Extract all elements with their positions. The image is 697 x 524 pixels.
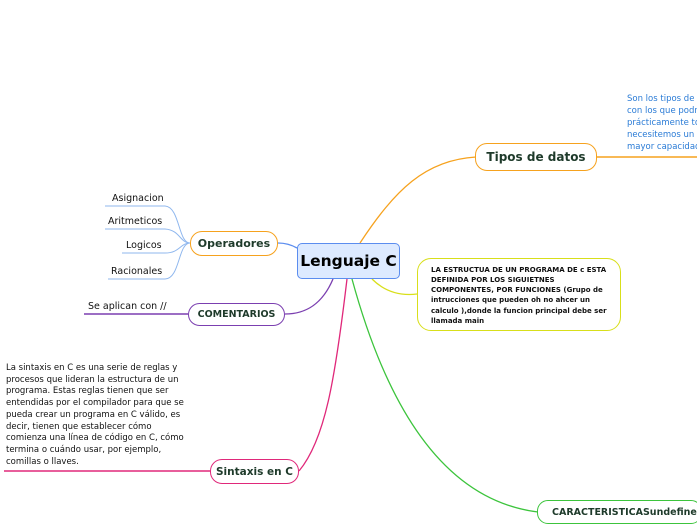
subtopic-asignacion[interactable]: Asignacion <box>112 193 164 204</box>
description-line: mayor capacidad <box>627 141 697 152</box>
topic-comentarios[interactable]: COMENTARIOS <box>188 303 285 326</box>
connector-sintaxis <box>298 278 348 472</box>
central-topic[interactable]: Lenguaje C <box>297 243 400 279</box>
sintaxis-description: La sintaxis en C es una serie de reglas … <box>6 363 184 467</box>
connector-comentarios <box>284 278 334 315</box>
topic-tipos-de-datos[interactable]: Tipos de datos <box>475 143 597 171</box>
description-line: necesitemos un <box>627 129 695 140</box>
connector-aritmeticos <box>105 228 191 244</box>
topic-estructura-programa[interactable]: LA ESTRUCTUA DE UN PROGRAMA DE c ESTA DE… <box>417 258 621 331</box>
connector-operadores <box>277 242 298 249</box>
description-line: con los que podr <box>627 105 697 116</box>
connector-asignacion <box>105 205 191 244</box>
topic-sintaxis-en-c[interactable]: Sintaxis en C <box>210 459 299 484</box>
subtopic-logicos[interactable]: Logicos <box>126 240 162 251</box>
topic-operadores[interactable]: Operadores <box>190 231 278 256</box>
connector-caracteristicas <box>351 278 539 513</box>
connector-tipos-de-datos <box>359 156 477 244</box>
connector-estructura <box>371 278 418 296</box>
subtopic-racionales[interactable]: Racionales <box>111 266 163 277</box>
connector-racionales <box>108 242 191 280</box>
subtopic-se-aplican-con[interactable]: Se aplican con // <box>88 301 167 312</box>
topic-caracteristicas[interactable]: CARACTERISTICASundefined <box>537 500 697 524</box>
description-line: Son los tipos de <box>627 94 695 104</box>
description-line: prácticamente to <box>627 117 697 128</box>
subtopic-aritmeticos[interactable]: Aritmeticos <box>108 216 163 227</box>
tipos-de-datos-description: Son los tipos de con los que podr prácti… <box>627 94 697 156</box>
